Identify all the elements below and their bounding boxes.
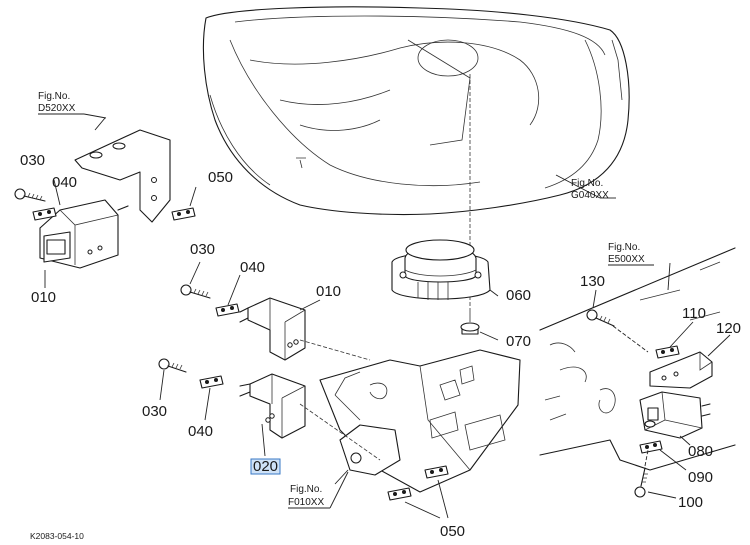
fig-ref-e500-line2: E500XX	[608, 254, 645, 265]
callout-060[interactable]: 060	[506, 287, 531, 304]
nut-090	[639, 440, 663, 454]
callout-110[interactable]: 110	[682, 305, 706, 322]
screw-130	[586, 309, 615, 327]
callout-020[interactable]: 020	[253, 458, 278, 475]
callout-040-middle[interactable]: 040	[240, 259, 265, 276]
screw-100	[634, 467, 648, 498]
callout-040-lower[interactable]: 040	[188, 423, 213, 440]
callout-010-middle[interactable]: 010	[316, 283, 341, 300]
nut-040-middle	[215, 303, 240, 317]
callout-080[interactable]: 080	[688, 443, 713, 460]
callout-090[interactable]: 090	[688, 469, 713, 486]
fig-ref-d520: Fig.No. D520XX	[38, 91, 107, 119]
screw-030-middle	[180, 284, 211, 299]
callout-040-upper[interactable]: 040	[52, 174, 77, 191]
fig-ref-e500: Fig.No. E500XX	[608, 242, 654, 266]
switch-010-upper	[39, 199, 129, 269]
drawing-code: K2083-054-10	[30, 531, 84, 541]
frame-f010	[299, 339, 521, 493]
callout-030-lower[interactable]: 030	[142, 403, 167, 420]
fig-ref-f010: Fig.No. F010XX	[288, 471, 349, 509]
fig-ref-d520-line1: Fig.No.	[38, 91, 70, 102]
nut-040-lower	[199, 375, 224, 389]
callout-010-upper[interactable]: 010	[31, 289, 56, 306]
fig-ref-g040: Fig.No. G040XX	[571, 178, 609, 201]
callout-100[interactable]: 100	[678, 494, 703, 511]
fig-ref-d520-line2: D520XX	[38, 103, 76, 114]
fig-ref-f010-line1: Fig.No.	[290, 484, 322, 495]
nut-050-lower-a	[424, 465, 449, 479]
plate-120	[649, 351, 713, 389]
screw-030-upper	[14, 188, 46, 202]
callout-050-lower[interactable]: 050	[440, 523, 465, 540]
fig-ref-g040-line2: G040XX	[571, 190, 609, 201]
nut-050-upper	[171, 207, 196, 221]
frame-e500	[539, 247, 736, 471]
bracket-d520	[74, 129, 171, 223]
switch-010-middle	[239, 297, 306, 361]
switch-020	[239, 373, 306, 439]
callout-020-highlight	[250, 458, 281, 475]
bolt-070	[460, 310, 480, 335]
fig-ref-f010-line2: F010XX	[288, 497, 324, 508]
seat-drawing	[202, 6, 630, 310]
nut-040-upper	[32, 207, 57, 221]
callout-050-upper[interactable]: 050	[208, 169, 233, 186]
callout-030-upper[interactable]: 030	[20, 152, 45, 169]
callout-070[interactable]: 070	[506, 333, 531, 350]
switch-080	[639, 391, 711, 439]
fig-ref-e500-line1: Fig.No.	[608, 242, 640, 253]
nut-050-lower-b	[387, 487, 412, 501]
nut-110	[655, 345, 680, 359]
seat-switch-060	[391, 239, 491, 300]
screw-030-lower	[158, 358, 187, 373]
callout-030-middle[interactable]: 030	[190, 241, 215, 258]
callout-130[interactable]: 130	[580, 273, 605, 290]
fig-ref-g040-line1: Fig.No.	[571, 178, 603, 189]
callout-120[interactable]: 120	[716, 320, 741, 337]
